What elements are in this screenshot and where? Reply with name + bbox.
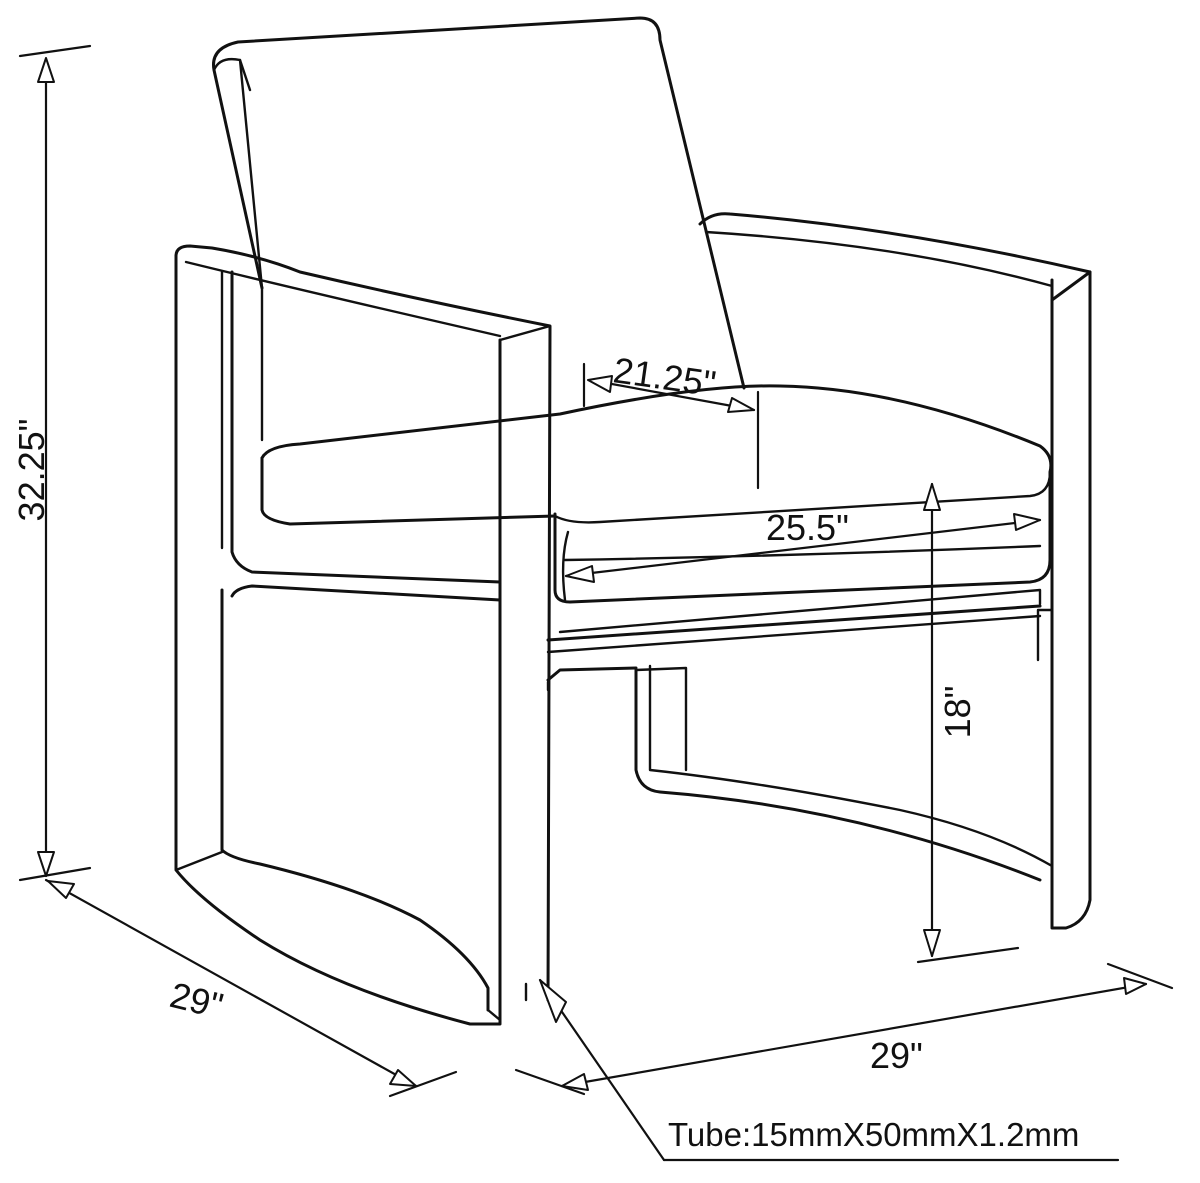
tube-spec-label: Tube:15mmX50mmX1.2mm xyxy=(668,1116,1079,1153)
overall-height-bottom-arrow xyxy=(37,851,55,877)
width-right-arrow xyxy=(1123,977,1147,995)
seat-depth-label: 21.25" xyxy=(611,349,719,404)
dimension-labels: 32.25" 21.25" 25.5" 18" 29" 29" Tube:15m… xyxy=(11,349,1079,1153)
right-side-frame xyxy=(634,212,1092,930)
seat-height-bottom-arrow xyxy=(923,929,941,957)
seat-width-dimension xyxy=(564,513,1042,583)
overall-depth-dimension xyxy=(44,878,458,1098)
width-left-arrow xyxy=(561,1073,589,1091)
overall-height-top-arrow xyxy=(37,57,55,83)
depth-left-arrow xyxy=(47,880,75,899)
left-side-frame xyxy=(174,244,1042,1026)
tube-callout-leader xyxy=(538,978,1120,1162)
seat-width-label: 25.5" xyxy=(766,507,849,548)
seat-depth-left-arrow xyxy=(587,375,613,393)
tube-callout-arrow xyxy=(539,979,567,1023)
depth-right-arrow xyxy=(389,1069,417,1087)
overall-height-dimension xyxy=(18,44,92,882)
backrest xyxy=(212,16,746,442)
overall-width-dimension xyxy=(514,962,1174,1096)
overall-height-label: 32.25" xyxy=(11,419,52,522)
seat-height-dimension xyxy=(916,482,1020,964)
overall-depth-label: 29" xyxy=(166,974,227,1027)
seat-depth-dimension xyxy=(582,362,760,490)
seat-width-left-arrow xyxy=(565,565,595,583)
seat-cushion xyxy=(260,384,1053,634)
seat-height-label: 18" xyxy=(937,686,978,739)
seat-width-right-arrow xyxy=(1013,513,1041,531)
overall-width-label: 29" xyxy=(870,1035,923,1076)
seat-height-top-arrow xyxy=(923,483,941,511)
chair-illustration xyxy=(174,16,1092,1026)
dimension-lines xyxy=(18,44,1174,1162)
seat-depth-right-arrow xyxy=(727,397,755,413)
